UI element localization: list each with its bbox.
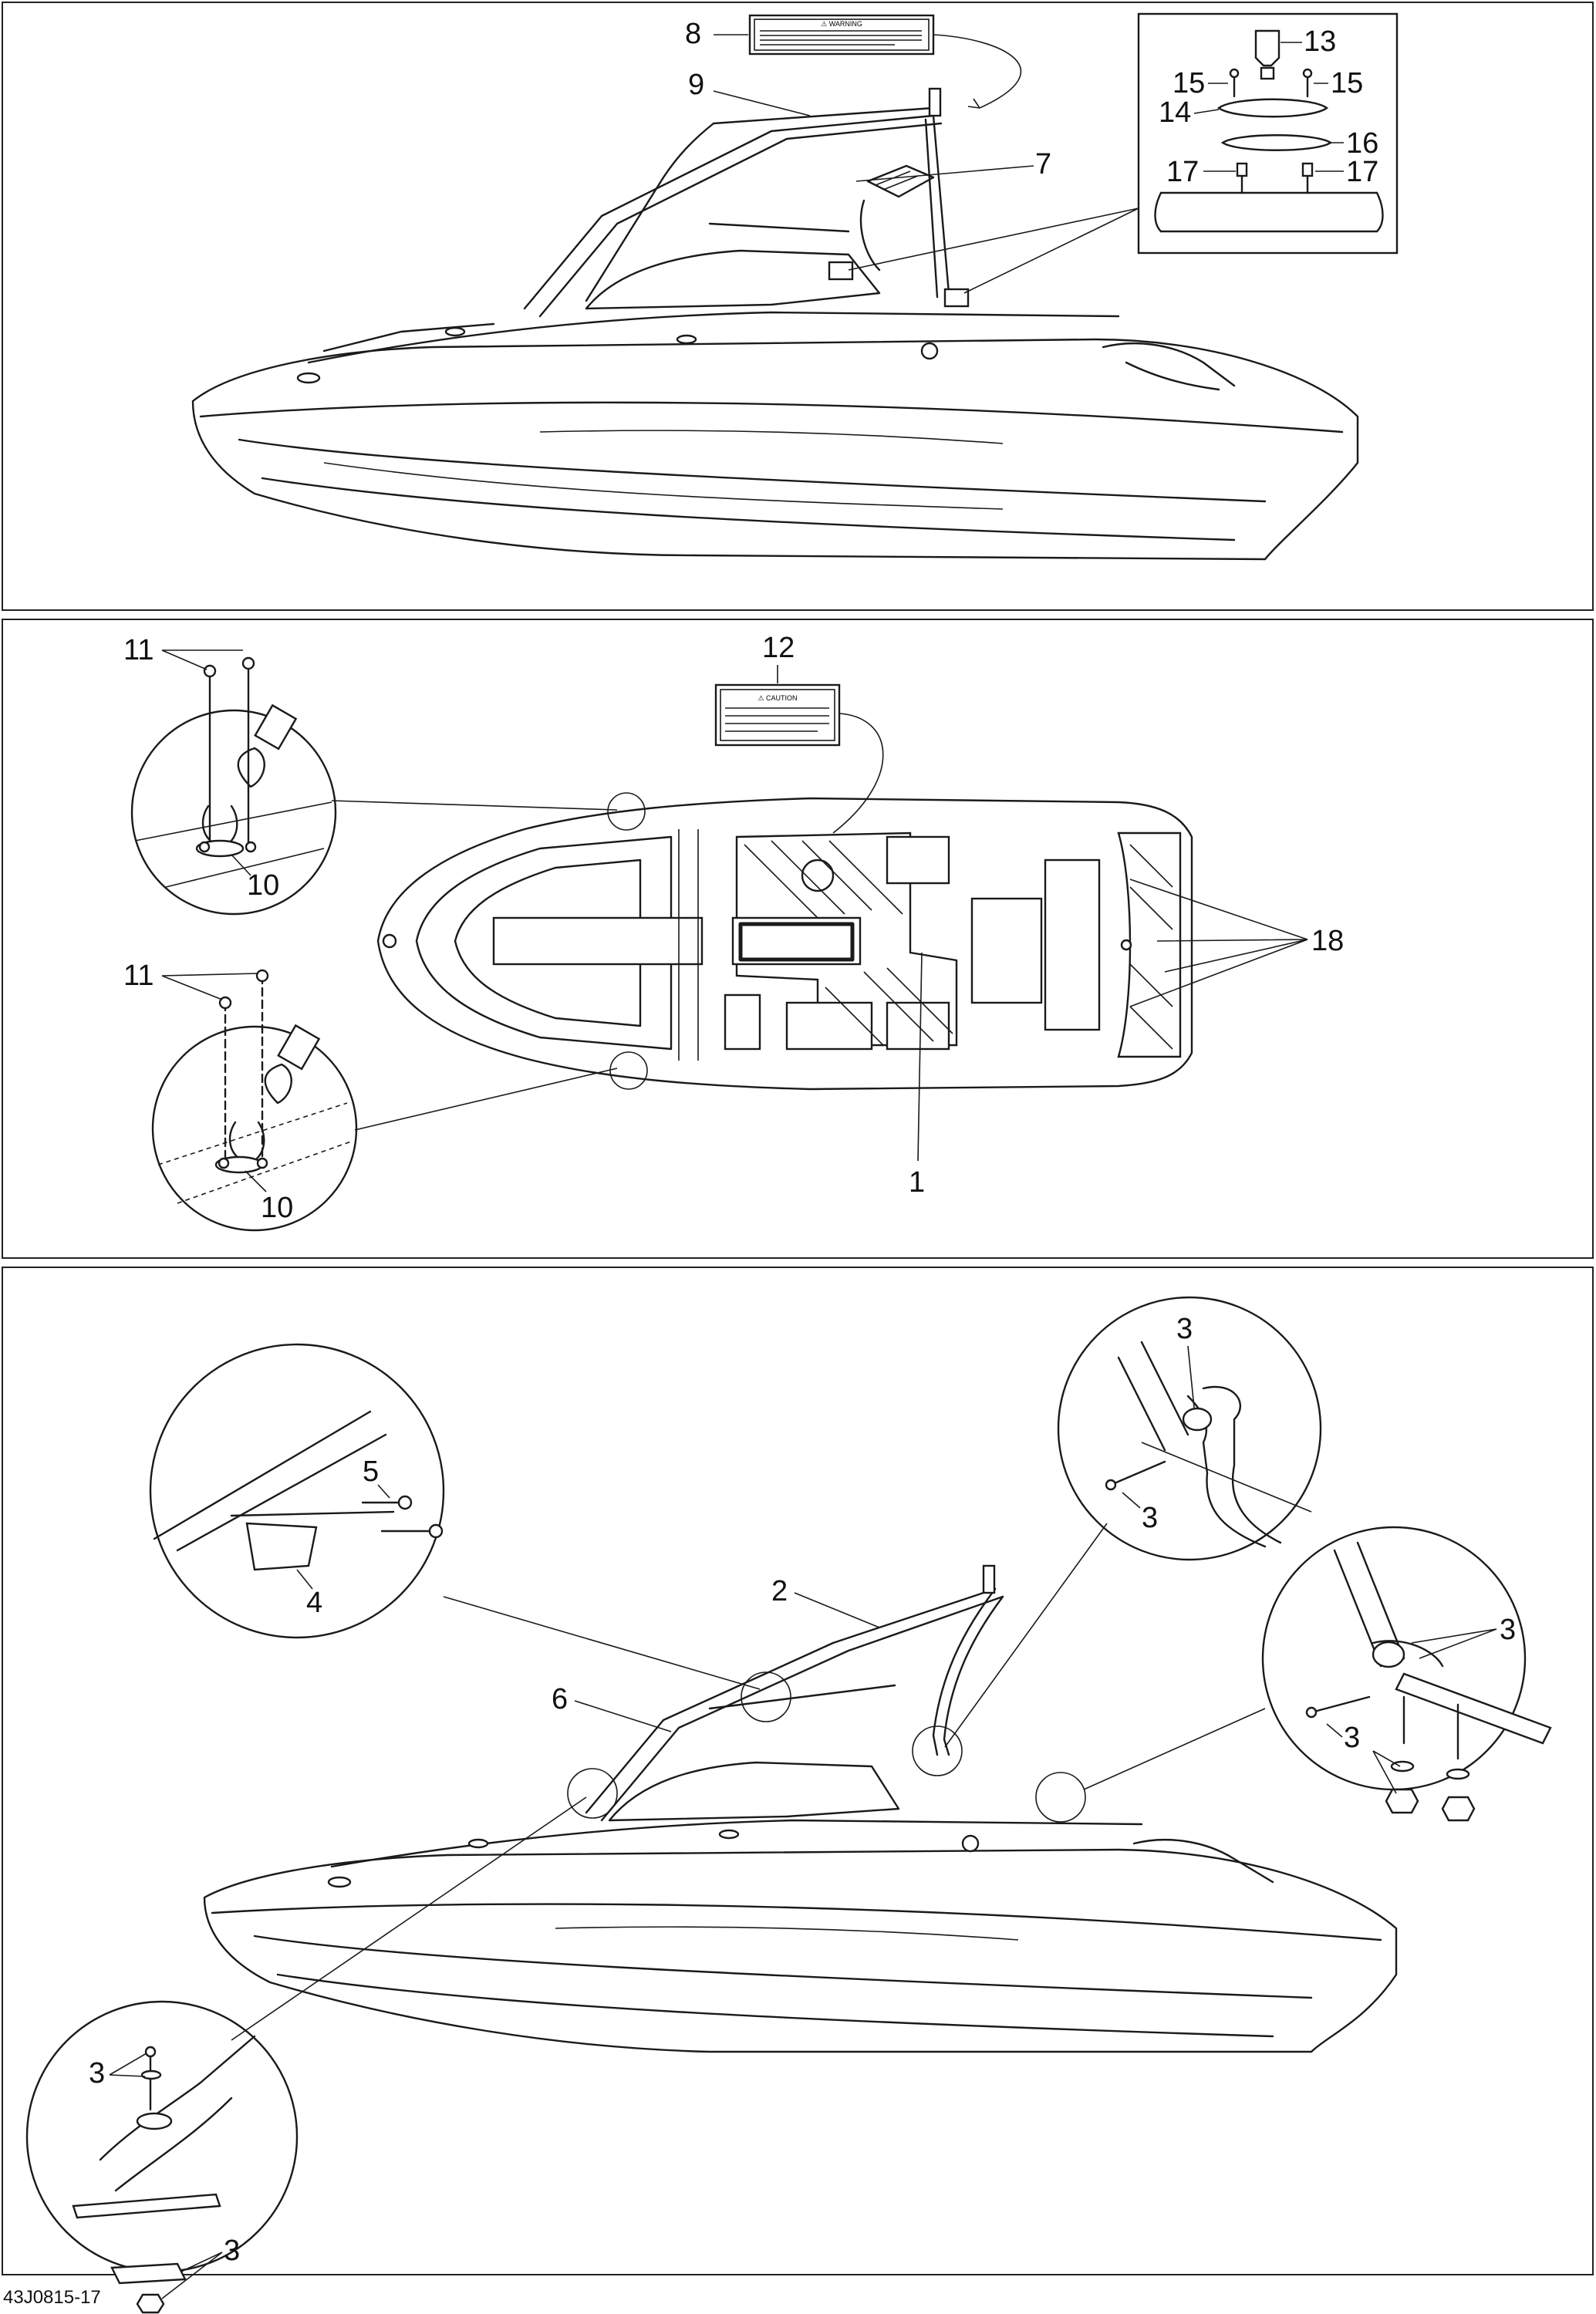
leader-8 [933, 34, 1022, 109]
tower-joint-detail-right [1261, 1526, 1552, 1822]
callout-10-lower: 10 [261, 1192, 293, 1224]
callout-12: 12 [762, 632, 795, 664]
callout-14: 14 [1159, 96, 1191, 129]
callout-17-left: 17 [1166, 156, 1199, 188]
callout-3-a: 3 [1176, 1313, 1193, 1345]
cleat-detail-lower [151, 969, 358, 1232]
mount-detail-inset [1137, 12, 1399, 255]
callout-16: 16 [1346, 127, 1378, 160]
boat-top-view [376, 797, 1193, 1091]
leader-12 [832, 713, 884, 834]
arrow-8 [967, 98, 980, 109]
boat-side-view-bottom [203, 1564, 1398, 2053]
callout-3-e: 3 [89, 2057, 105, 2090]
callout-3-b: 3 [1142, 1502, 1158, 1534]
callout-7: 7 [1035, 148, 1051, 180]
callout-13: 13 [1304, 25, 1336, 58]
mirror-detail [149, 1343, 445, 1639]
callout-15-right: 15 [1331, 67, 1363, 100]
callout-3-c: 3 [1500, 1614, 1516, 1646]
figure-code: 43J0815-17 [3, 2287, 101, 2308]
callout-9: 9 [688, 69, 704, 101]
callout-3-f: 3 [224, 2235, 240, 2267]
callout-8: 8 [685, 18, 701, 50]
warning-decal-8: ⚠ WARNING [748, 14, 935, 56]
callout-15-left: 15 [1173, 67, 1205, 100]
callout-2: 2 [771, 1575, 788, 1607]
callout-11-lower: 11 [123, 960, 154, 992]
callout-11-upper: 11 [123, 634, 154, 666]
inset-leaders [848, 207, 1139, 294]
caution-decal-12: ⚠ CAUTION [714, 683, 841, 747]
callout-3-d: 3 [1344, 1722, 1360, 1754]
caution-decal-header: ⚠ CAUTION [758, 694, 797, 702]
callout-6: 6 [552, 1683, 568, 1715]
tower-base-detail [25, 2000, 299, 2314]
callout-5: 5 [363, 1456, 379, 1488]
callout-18: 18 [1311, 925, 1344, 957]
callout-17-right: 17 [1346, 156, 1378, 188]
cleat-detail-upper [130, 656, 337, 916]
boat-side-view-top [191, 87, 1359, 561]
warning-decal-header: ⚠ WARNING [821, 20, 862, 28]
callout-10-upper: 10 [247, 869, 279, 902]
callout-1: 1 [909, 1166, 925, 1199]
callout-4: 4 [306, 1587, 322, 1619]
